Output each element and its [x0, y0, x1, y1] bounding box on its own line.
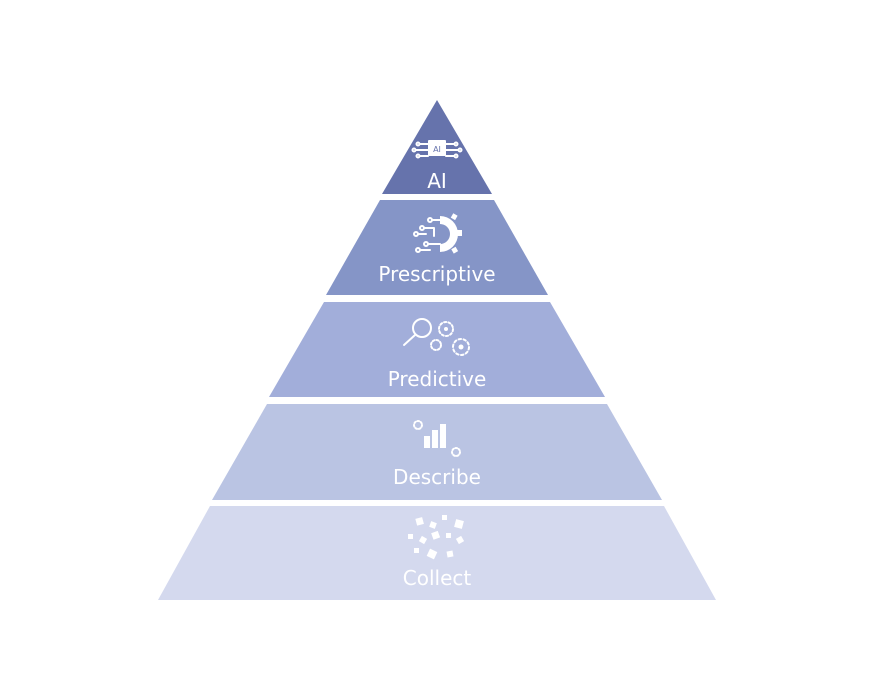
- tier-prescriptive: Prescriptive: [326, 200, 548, 295]
- tier-prescriptive-label: Prescriptive: [378, 262, 495, 286]
- tier-describe: Describe: [212, 404, 662, 500]
- tier-ai-label: AI: [427, 169, 447, 193]
- tier-ai: AI AI: [382, 100, 492, 194]
- bar-chart-gears-icon: [413, 420, 461, 457]
- tier-describe-label: Describe: [393, 465, 481, 489]
- chip-text: AI: [433, 145, 441, 154]
- tier-collect-shape: [158, 506, 716, 600]
- scattered-squares-icon: [408, 515, 465, 560]
- circuit-gear-icon: [413, 213, 462, 254]
- tier-collect: Collect: [158, 506, 716, 600]
- tier-predictive-label: Predictive: [388, 367, 487, 391]
- tier-collect-label: Collect: [403, 566, 472, 590]
- tier-predictive: Predictive: [269, 302, 605, 397]
- tier-prescriptive-shape: [326, 200, 548, 295]
- ai-chip-icon: AI: [411, 140, 463, 159]
- magnifier-gears-icon: [403, 318, 470, 356]
- tier-describe-shape: [212, 404, 662, 500]
